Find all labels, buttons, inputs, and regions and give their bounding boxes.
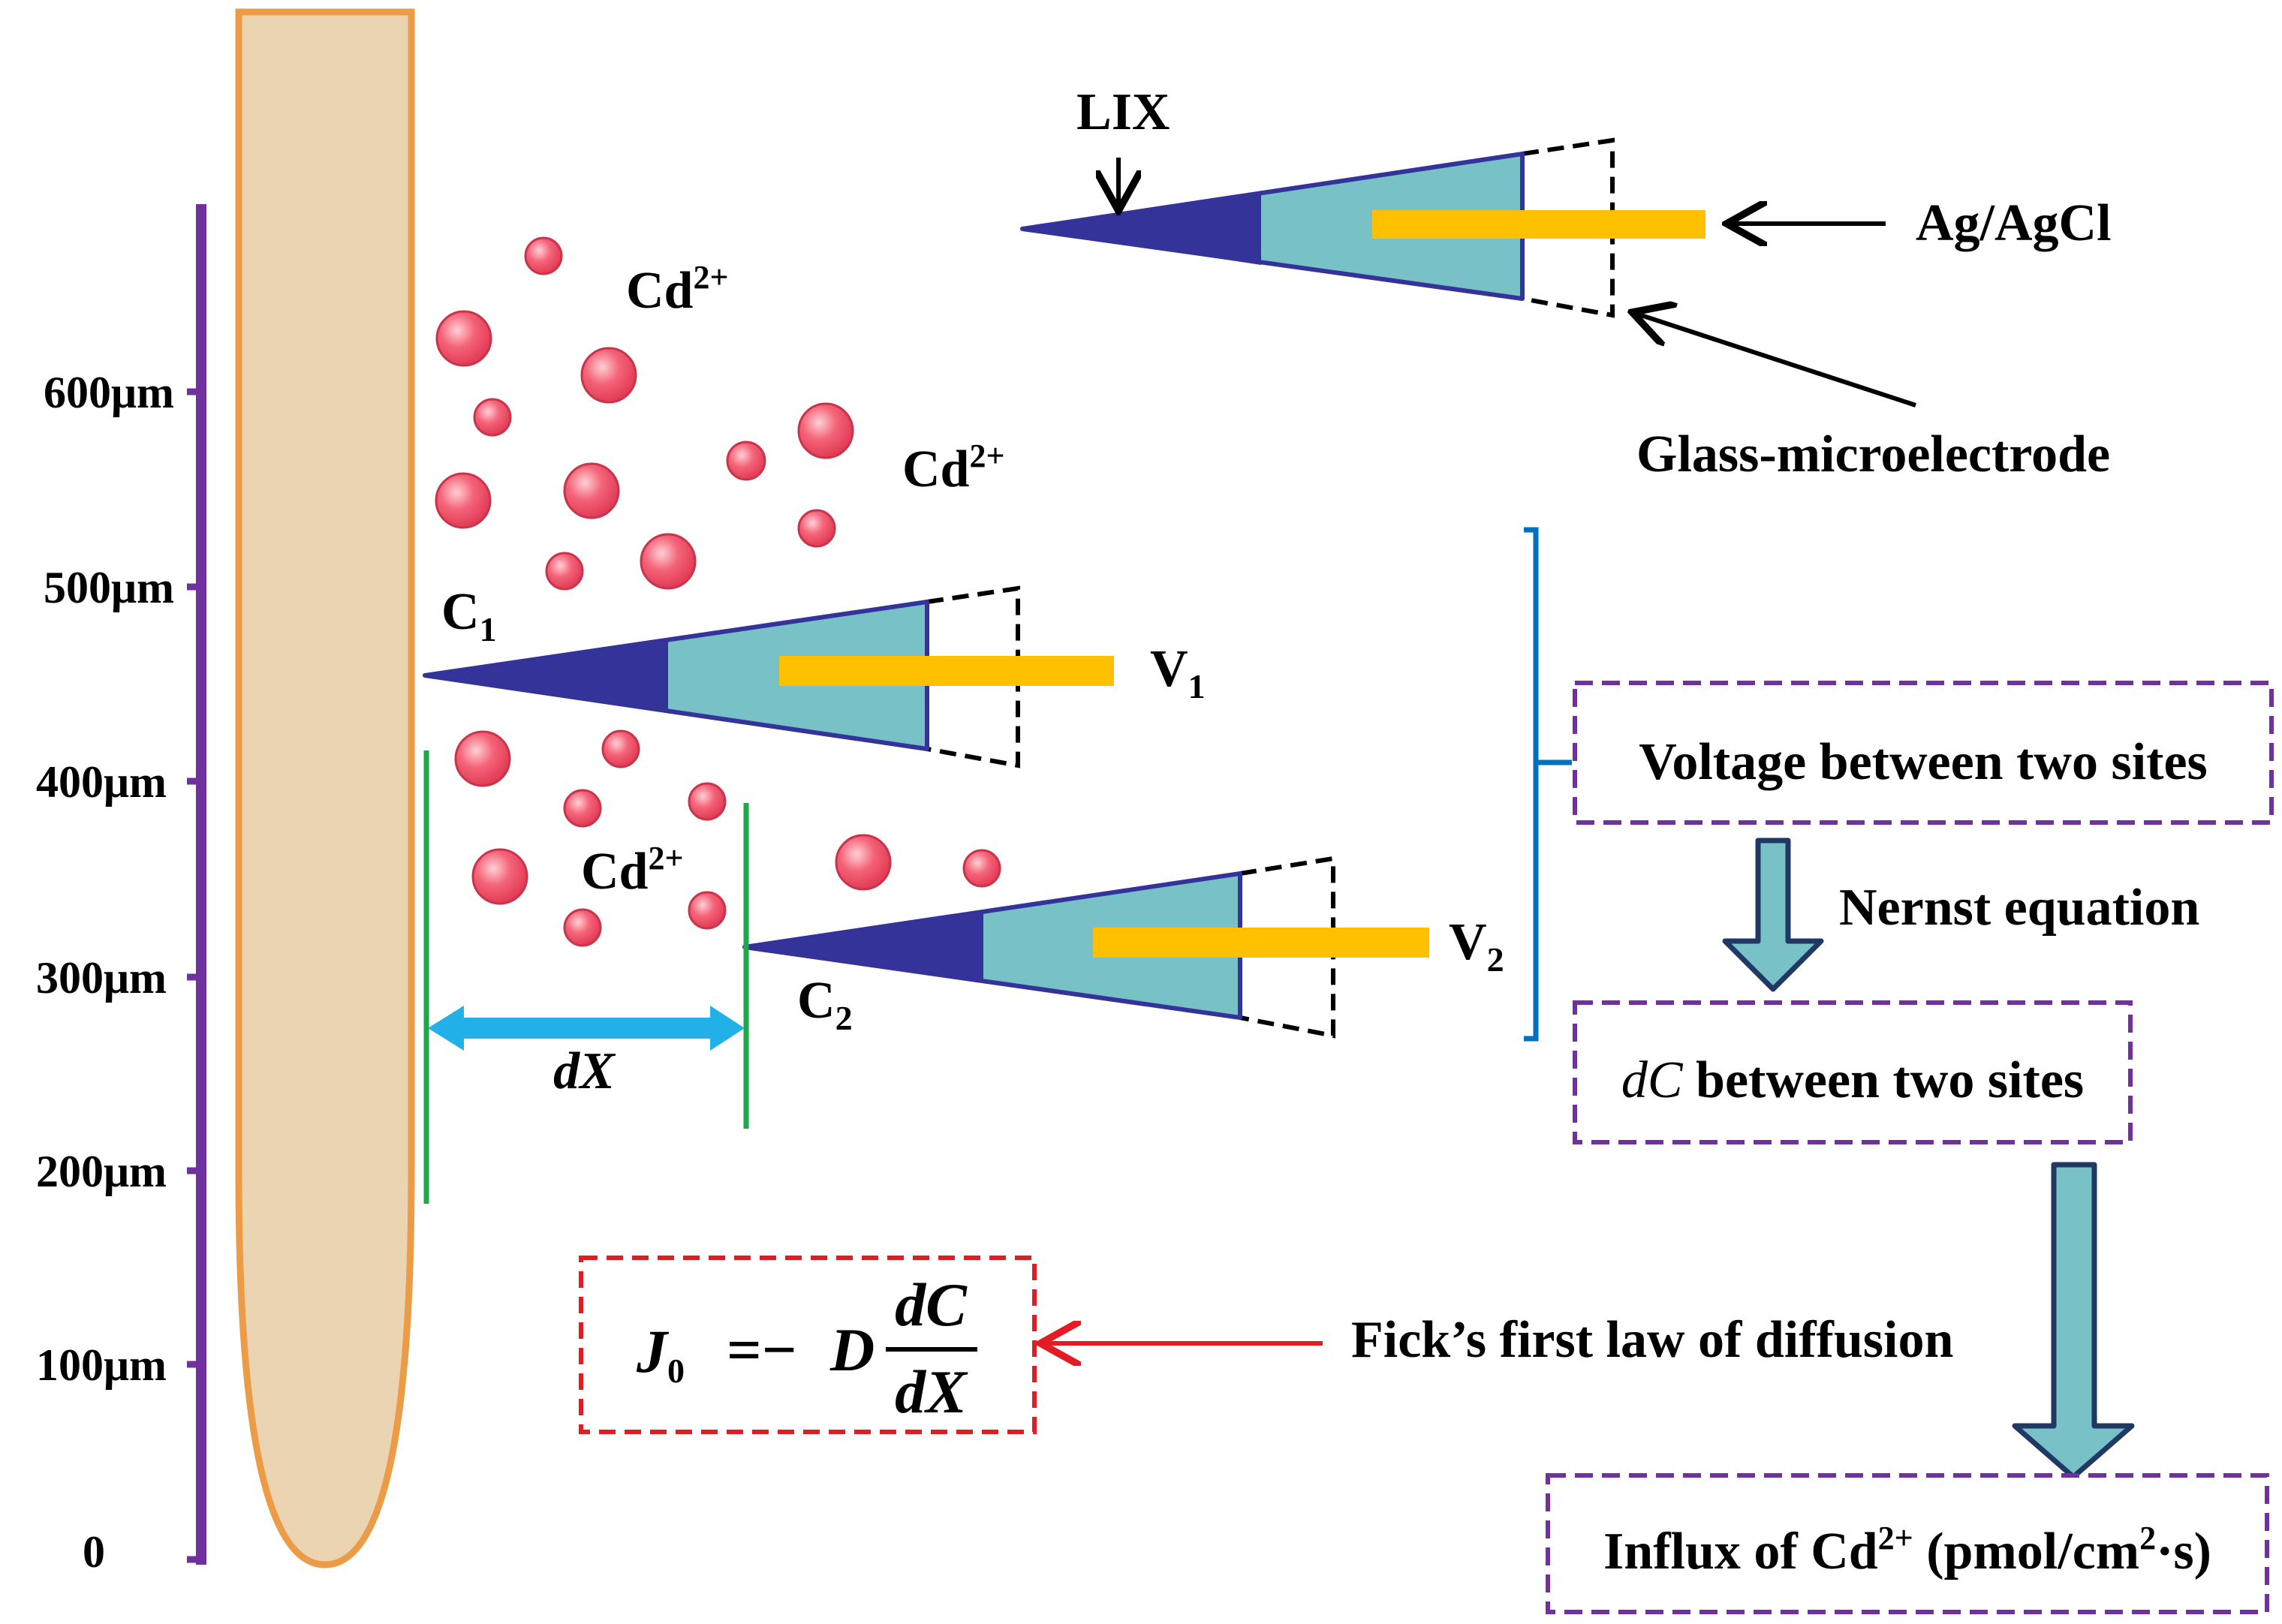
diffusion-coefficient: D [829, 1316, 875, 1384]
cd-ion [563, 789, 602, 828]
scale-tick-label: 500μm [44, 563, 174, 612]
microelectrode-top [1020, 137, 1705, 318]
cd-ion [563, 462, 620, 519]
cd-ion [962, 849, 1001, 888]
scale-tick-label: 0 [83, 1527, 105, 1577]
dc-between-sites-box [1573, 1000, 2133, 1144]
voltage-between-sites-text: Voltage between two sites [1639, 733, 2208, 791]
fick-equation-box [579, 1256, 1037, 1434]
scale-bar [187, 204, 206, 1565]
voltage-bracket [1524, 527, 1572, 1042]
equals-minus: =− [727, 1316, 796, 1384]
cd-ion [454, 730, 511, 787]
scale-tick-label: 600μm [44, 368, 174, 417]
cd-ion [435, 472, 492, 529]
ag-agcl-wire [1372, 210, 1705, 239]
nernst-flow-arrow [1722, 838, 1824, 992]
cd-ion [524, 236, 563, 275]
lix-tip [1022, 194, 1261, 265]
glass-microelectrode-arrow [1636, 314, 1916, 408]
glass-microelectrode-outline [1522, 137, 1615, 318]
fick-law-label: Fick’s first law of diffusion [1351, 1311, 1953, 1369]
scale-tick-label: 100μm [36, 1340, 167, 1390]
ag-agcl-wire [1093, 928, 1429, 958]
scale-tick-label: 400μm [36, 757, 167, 807]
glass-microelectrode-label: Glass-microelectrode [1636, 426, 2110, 483]
dx-double-arrow [428, 1006, 745, 1051]
fraction-denominator: dX [895, 1358, 968, 1426]
cd-ion [471, 848, 528, 905]
c2-label: C2 [797, 972, 853, 1037]
cd-ion [640, 533, 697, 590]
cd-ion-label: Cd2+ [626, 259, 729, 320]
c1-label: C1 [441, 583, 497, 648]
cd-ion [545, 552, 584, 591]
root [235, 8, 415, 1568]
lix-tip [425, 639, 668, 713]
influx-flow-arrow [2012, 1162, 2135, 1480]
fraction-numerator: dC [895, 1271, 968, 1339]
cd-ion-label: Cd2+ [581, 840, 684, 901]
cd-ion [435, 310, 492, 367]
cd-ion [580, 347, 637, 404]
cd-ion-label: Cd2+ [902, 438, 1005, 498]
lix-label: LIX [1076, 83, 1170, 141]
lix-tip [745, 911, 983, 983]
ion-cluster [435, 236, 1001, 947]
cd-ion [726, 441, 766, 481]
cd-ion [688, 891, 727, 930]
influx-box [1546, 1473, 2269, 1614]
scale-tick-label: 300μm [36, 953, 167, 1003]
ag-agcl-wire [779, 656, 1114, 686]
cd-ion [797, 509, 836, 548]
flux-symbol: J0 [636, 1317, 685, 1390]
fick-equation: J0 =− D dC dX [636, 1271, 977, 1426]
nernst-equation-label: Nernst equation [1839, 879, 2199, 937]
cd-ion [835, 834, 892, 891]
voltage-between-sites-box [1573, 681, 2274, 825]
dx-label: dX [553, 1042, 616, 1100]
v2-label: V2 [1449, 913, 1504, 979]
cd-ion [797, 402, 854, 459]
dc-between-sites-text: dC between two sites [1621, 1051, 2084, 1109]
influx-text: Influx of Cd2+ (pmol/cm2·s) [1603, 1520, 2211, 1580]
cd-ion [473, 398, 512, 437]
ag-agcl-label: Ag/AgCl [1916, 194, 2112, 252]
cd-ion [563, 908, 602, 947]
microelectrode-site-1 [423, 585, 1114, 768]
cd-ion [601, 729, 640, 768]
v1-label: V1 [1150, 640, 1206, 705]
microelectrode-site-2 [742, 856, 1429, 1039]
cd-ion [688, 782, 727, 821]
scale-tick-label: 200μm [36, 1147, 167, 1196]
